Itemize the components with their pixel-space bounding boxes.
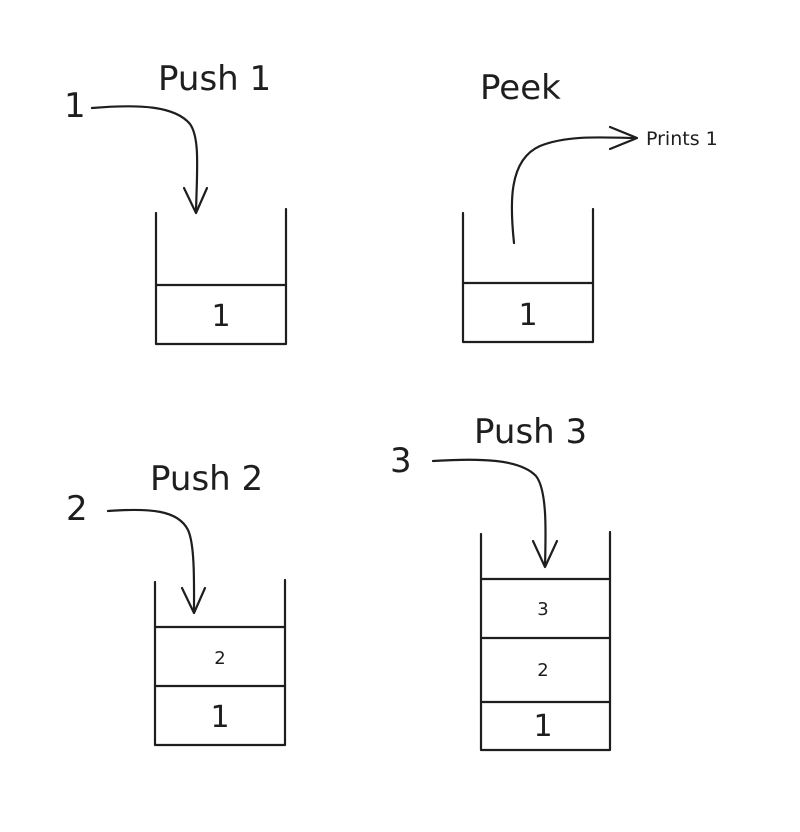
push3-cell-1: 1 — [533, 709, 552, 744]
peek-arrow — [510, 136, 638, 245]
push1-input-value: 1 — [64, 86, 86, 126]
push2-arrowhead — [180, 586, 207, 615]
push2-panel: Push 2 2 2 1 — [66, 459, 287, 747]
push2-title: Push 2 — [150, 459, 263, 499]
push3-input-value: 3 — [390, 441, 412, 481]
push2-cell-1: 1 — [210, 700, 229, 735]
peek-stack-container — [461, 207, 595, 344]
push3-stack-container — [479, 530, 612, 752]
push2-input-value: 2 — [66, 489, 88, 529]
peek-arrowhead — [608, 125, 639, 151]
peek-panel: Peek Prints 1 1 — [461, 68, 718, 344]
push3-cell-2: 2 — [537, 660, 548, 681]
push3-arrow — [431, 458, 547, 568]
push3-cell-3: 3 — [537, 599, 548, 620]
push1-cell-1: 1 — [211, 299, 230, 334]
push3-panel: Push 3 3 3 2 1 — [390, 412, 612, 752]
push1-stack-container — [154, 207, 288, 346]
peek-output-label: Prints 1 — [646, 128, 718, 150]
push3-arrowhead — [531, 539, 559, 569]
push2-cell-2: 2 — [214, 648, 225, 669]
peek-title: Peek — [480, 68, 561, 108]
push1-arrow — [90, 105, 199, 214]
push1-arrowhead — [182, 186, 209, 215]
peek-cell-1: 1 — [518, 298, 537, 333]
push2-stack-container — [153, 578, 287, 747]
push1-title: Push 1 — [158, 59, 271, 99]
push2-arrow — [106, 508, 196, 614]
push1-panel: Push 1 1 1 — [64, 59, 288, 346]
push3-title: Push 3 — [474, 412, 587, 452]
